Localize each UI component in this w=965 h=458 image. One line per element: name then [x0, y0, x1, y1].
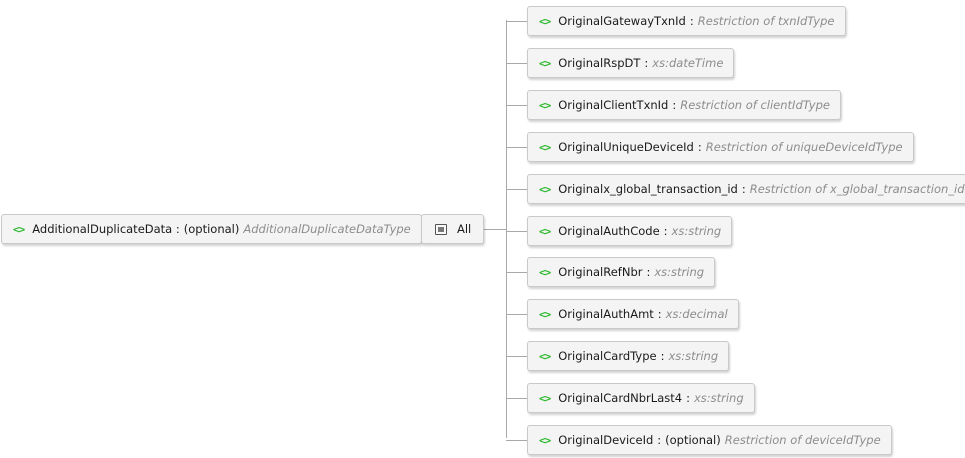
child-element-name: OriginalCardType	[558, 349, 657, 363]
element-icon: <>	[539, 349, 551, 363]
child-element-node[interactable]: <> OriginalGatewayTxnId:Restriction of tx…	[527, 6, 846, 36]
child-element-node[interactable]: <> OriginalCardType:xs:string	[527, 341, 730, 371]
child-element-type: xs:string	[668, 349, 719, 363]
child-element-type: Restriction of x_global_transaction_idTy…	[749, 182, 965, 196]
element-icon: <>	[13, 222, 25, 236]
element-icon: <>	[539, 98, 551, 112]
child-element-separator: :	[689, 14, 694, 28]
element-icon: <>	[539, 14, 551, 28]
child-branch-connector	[506, 314, 527, 315]
child-element-node[interactable]: <> OriginalRspDT:xs:dateTime	[527, 48, 735, 78]
child-branch-connector	[506, 356, 527, 357]
child-branch-connector	[506, 105, 527, 106]
compositor-label: All	[457, 222, 472, 236]
children-trunk-line	[506, 20, 507, 438]
child-element-separator: :	[741, 182, 746, 196]
child-element-type: Restriction of uniqueDeviceIdType	[705, 140, 903, 154]
child-element-node[interactable]: <> OriginalCardNbrLast4:xs:string	[527, 383, 755, 413]
child-element-separator: :	[697, 140, 702, 154]
child-element-name: OriginalClientTxnId	[558, 98, 669, 112]
child-element-separator: :	[672, 98, 677, 112]
child-element-name: OriginalRspDT	[558, 56, 641, 70]
child-element-type: xs:decimal	[665, 307, 728, 321]
child-branch-connector	[506, 147, 527, 148]
child-element-node[interactable]: <> OriginalClientTxnId:Restriction of cli…	[527, 90, 841, 120]
element-icon: <>	[539, 182, 551, 196]
child-branch-connector	[506, 63, 527, 64]
child-branch-connector	[506, 21, 527, 22]
child-element-separator: :	[663, 224, 668, 238]
child-element-node[interactable]: <> OriginalDeviceId:(optional)Restriction…	[527, 425, 892, 455]
child-element-name: OriginalRefNbr	[558, 265, 643, 279]
child-element-type: Restriction of deviceIdType	[724, 433, 881, 447]
child-element-node[interactable]: <> Originalx_global_transaction_id:Restri…	[527, 174, 965, 204]
child-element-name: OriginalAuthCode	[558, 224, 660, 238]
child-element-type: xs:string	[654, 265, 705, 279]
child-branch-connector	[506, 231, 527, 232]
child-element-type: xs:dateTime	[652, 56, 724, 70]
child-element-name: OriginalAuthAmt	[558, 307, 654, 321]
element-icon: <>	[539, 433, 551, 447]
root-element-name: AdditionalDuplicateData	[32, 222, 173, 236]
child-element-separator: :	[646, 265, 651, 279]
child-element-type: Restriction of clientIdType	[680, 98, 830, 112]
child-element-separator: :	[686, 391, 690, 405]
root-element-optional: (optional)	[183, 222, 240, 236]
child-element-name: OriginalCardNbrLast4	[558, 391, 683, 405]
child-element-separator: :	[657, 307, 662, 321]
child-element-optional: (optional)	[665, 433, 721, 447]
root-element-separator: :	[175, 222, 180, 236]
child-element-node[interactable]: <> OriginalRefNbr:xs:string	[527, 257, 716, 287]
child-element-type: Restriction of txnIdType	[697, 14, 835, 28]
element-icon: <>	[539, 307, 551, 321]
child-branch-connector	[506, 398, 527, 399]
root-element-node[interactable]: <> AdditionalDuplicateData : (optional) …	[1, 214, 422, 244]
child-element-node[interactable]: <> OriginalUniqueDeviceId:Restriction of …	[527, 132, 914, 162]
child-element-node[interactable]: <> OriginalAuthCode:xs:string	[527, 216, 733, 246]
element-icon: <>	[539, 56, 551, 70]
child-element-type: xs:string	[671, 224, 722, 238]
child-element-separator: :	[644, 56, 649, 70]
child-branch-connector	[506, 440, 527, 441]
element-icon: <>	[539, 224, 551, 238]
root-element-type: AdditionalDuplicateDataType	[243, 222, 411, 236]
child-element-name: OriginalUniqueDeviceId	[558, 140, 694, 154]
child-branch-connector	[506, 272, 527, 273]
child-element-name: OriginalDeviceId	[558, 433, 654, 447]
element-icon: <>	[539, 140, 551, 154]
child-element-name: OriginalGatewayTxnId	[558, 14, 686, 28]
child-element-separator: :	[657, 433, 662, 447]
child-element-separator: :	[660, 349, 665, 363]
child-element-node[interactable]: <> OriginalAuthAmt:xs:decimal	[527, 299, 739, 329]
child-element-type: xs:string	[693, 391, 744, 405]
all-compositor-icon	[435, 223, 447, 235]
element-icon: <>	[539, 265, 551, 279]
child-element-name: Originalx_global_transaction_id	[558, 182, 738, 196]
all-compositor-node[interactable]: All	[421, 214, 485, 244]
element-icon: <>	[539, 391, 551, 405]
child-branch-connector	[506, 189, 527, 190]
compositor-to-trunk-connector	[483, 229, 507, 230]
